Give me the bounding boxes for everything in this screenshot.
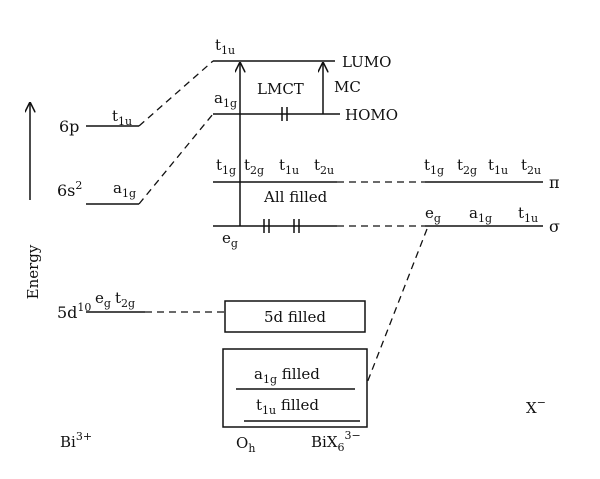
label-x-minus: X− [526, 396, 546, 417]
center-pi-orb-t1g: t1g [216, 156, 236, 177]
label-bix6: BiX63− [311, 429, 361, 454]
center-sigma-orb-eg: eg [222, 229, 238, 250]
label-oh: Oh [236, 434, 255, 455]
label-lmct: LMCT [257, 80, 304, 98]
center-pi-orb-t2g: t2g [244, 156, 264, 177]
label-pi: π [549, 173, 560, 192]
label-mc: MC [334, 78, 361, 96]
center-pi-orb-t1u: t1u [279, 156, 299, 177]
right-sigma-orb-a1g: a1g [469, 204, 492, 225]
label-6s2-a1g: a1g [113, 179, 136, 200]
right-pi-orb-t2g: t2g [457, 156, 477, 177]
label-homo: HOMO [345, 106, 398, 124]
corr-6p-lumo [138, 60, 214, 127]
label-homo-a1g: a1g [214, 89, 237, 110]
corr-eg-box [366, 228, 428, 384]
label-sigma: σ [549, 217, 560, 236]
label-bi3plus: Bi3+ [60, 430, 92, 451]
label-6p-t1u: t1u [112, 107, 132, 128]
label-5d-t2g: t2g [115, 289, 135, 310]
box-5d-filled [224, 300, 366, 333]
center-pi-orb-t2u: t2u [314, 156, 334, 177]
label-5d-filled: 5d filled [264, 308, 326, 326]
label-lumo: LUMO [342, 53, 391, 71]
energy-axis-label: Energy [24, 244, 42, 299]
label-lumo-t1u: t1u [215, 36, 235, 57]
right-pi-orb-t2u: t2u [521, 156, 541, 177]
box-ligand-filled [222, 348, 368, 428]
label-5d10: 5d10 [57, 301, 91, 322]
right-sigma-orb-t1u: t1u [518, 204, 538, 225]
right-pi-orb-t1g: t1g [424, 156, 444, 177]
label-5d-eg: eg [95, 289, 111, 310]
right-pi-orb-t1u: t1u [488, 156, 508, 177]
label-t1u-filled: t1u filled [256, 396, 319, 417]
right-sigma-orb-eg: eg [425, 204, 441, 225]
label-all-filled: All filled [263, 188, 328, 206]
corr-6s-homo [138, 113, 214, 205]
label-a1g-filled: a1g filled [254, 365, 320, 386]
label-6p: 6p [59, 117, 79, 136]
label-6s2: 6s2 [57, 179, 82, 200]
